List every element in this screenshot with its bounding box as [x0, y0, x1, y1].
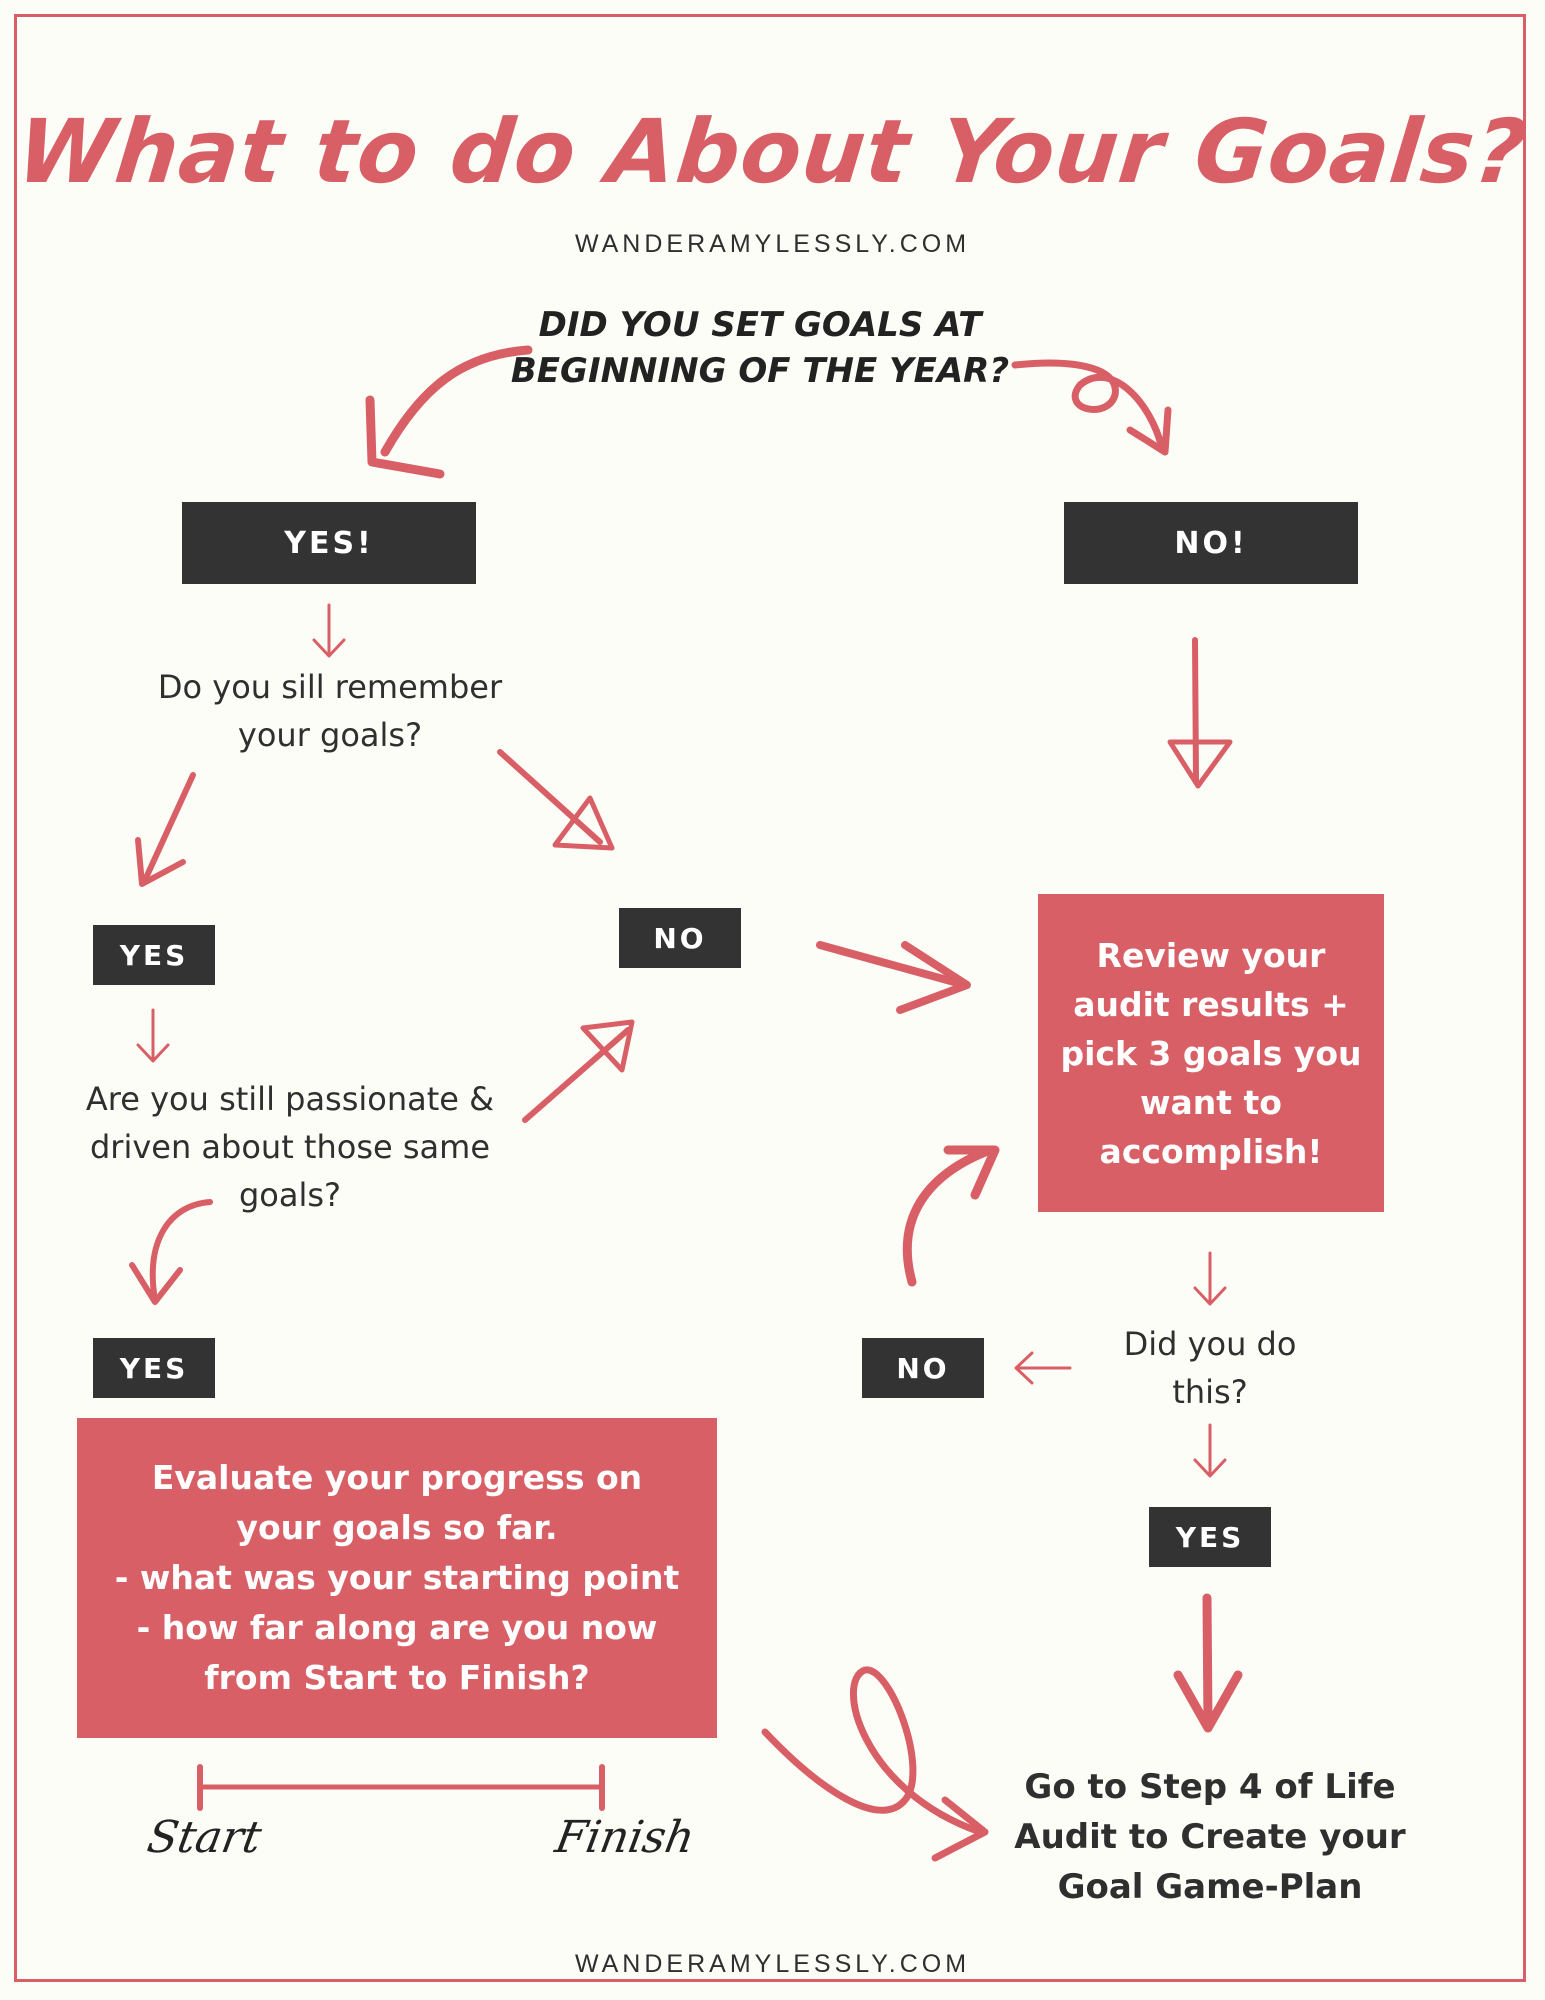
arrow-no-to-review-curve	[902, 1145, 995, 1287]
no-did-box: NO	[862, 1338, 984, 1398]
arrowhead-passion-no	[580, 1019, 635, 1073]
site-url-bottom: WANDERAMYLESSLY.COM	[574, 1950, 971, 1978]
final-step: Go to Step 4 of Life Audit to Create you…	[1010, 1762, 1410, 1912]
arrow-evaluate-to-final	[761, 1666, 984, 1836]
no-top-box: NO!	[1064, 502, 1358, 584]
arrowhead-no-review	[896, 941, 971, 1014]
evaluate-box: Evaluate your progress on your goals so …	[77, 1418, 717, 1738]
yes-passion-box: YES	[93, 1338, 215, 1398]
arrow-remember-to-yes	[142, 772, 196, 883]
arrow-yes-to-remember	[312, 603, 346, 658]
arrowhead-yes-top	[365, 395, 445, 479]
arrowhead-evaluate-final	[931, 1796, 989, 1862]
arrow-remember-to-no	[497, 749, 603, 845]
arrow-no-to-review	[816, 941, 969, 989]
review-box-line2: audit results +	[1073, 984, 1349, 1024]
evaluate-box-line2: your goals so far.	[236, 1508, 558, 1547]
evaluate-box-line5: from Start to Finish?	[204, 1658, 590, 1697]
start-question-line2: BEGINNING OF THE YEAR?	[510, 351, 1010, 391]
remember-question-line2: your goals?	[237, 716, 423, 754]
arrowhead-no-down	[1167, 739, 1233, 789]
arrowhead-yes-final	[1173, 1670, 1243, 1733]
did-question: Did you do this?	[1080, 1320, 1340, 1416]
passion-question-line1: Are you still passionate &	[85, 1080, 495, 1118]
start-question: DID YOU SET GOALS AT BEGINNING OF THE YE…	[460, 302, 1060, 394]
arrowhead-remember-yes	[135, 837, 186, 887]
evaluate-box-line4: - how far along are you now	[136, 1608, 658, 1647]
arrowhead-passion-yes	[129, 1262, 183, 1305]
review-box-line4: want to	[1140, 1082, 1282, 1122]
site-url-top: WANDERAMYLESSLY.COM	[574, 230, 971, 258]
passion-question: Are you still passionate & driven about …	[60, 1075, 520, 1219]
final-step-line3: Goal Game-Plan	[1057, 1867, 1363, 1907]
yes-did-box: YES	[1149, 1507, 1271, 1567]
review-box: Review your audit results + pick 3 goals…	[1038, 894, 1384, 1212]
arrow-passion-to-no	[522, 1027, 631, 1123]
did-question-line1: Did you do	[1123, 1325, 1297, 1363]
arrowhead-no-top	[1126, 406, 1172, 456]
review-box-line1: Review your	[1096, 935, 1326, 975]
did-question-line2: this?	[1172, 1373, 1248, 1411]
evaluate-box-line1: Evaluate your progress on	[151, 1458, 643, 1497]
final-step-line1: Go to Step 4 of Life	[1024, 1767, 1396, 1807]
remember-question: Do you sill remember your goals?	[130, 663, 530, 759]
yes-top-box: YES!	[182, 502, 476, 584]
evaluate-box-line3: - what was your starting point	[114, 1558, 680, 1597]
review-box-line5: accomplish!	[1099, 1131, 1323, 1171]
remember-question-line1: Do you sill remember	[157, 668, 503, 706]
arrow-did-to-no	[1014, 1351, 1072, 1385]
arrow-passion-to-yes	[149, 1199, 213, 1303]
start-question-line1: DID YOU SET GOALS AT	[538, 305, 982, 345]
arrow-to-yes-top	[380, 345, 533, 457]
arrowhead-remember-no	[552, 795, 615, 851]
arrow-to-no-top	[1011, 359, 1166, 452]
review-box-line3: pick 3 goals you	[1060, 1033, 1362, 1073]
arrow-no-down	[1192, 637, 1199, 783]
final-step-line2: Audit to Create your	[1014, 1817, 1406, 1857]
arrowhead-no-review-curve	[943, 1145, 1000, 1200]
passion-question-line3: goals?	[238, 1176, 342, 1214]
passion-question-line2: driven about those same	[89, 1128, 490, 1166]
arrow-review-to-did	[1193, 1251, 1227, 1306]
arrow-yes-to-final	[1202, 1593, 1213, 1730]
arrow-yes-to-passion	[136, 1008, 170, 1063]
page-border	[14, 14, 1526, 1982]
arrow-did-to-yes	[1193, 1423, 1227, 1478]
yes-remember-box: YES	[93, 925, 215, 985]
no-remember-box: NO	[619, 908, 741, 968]
